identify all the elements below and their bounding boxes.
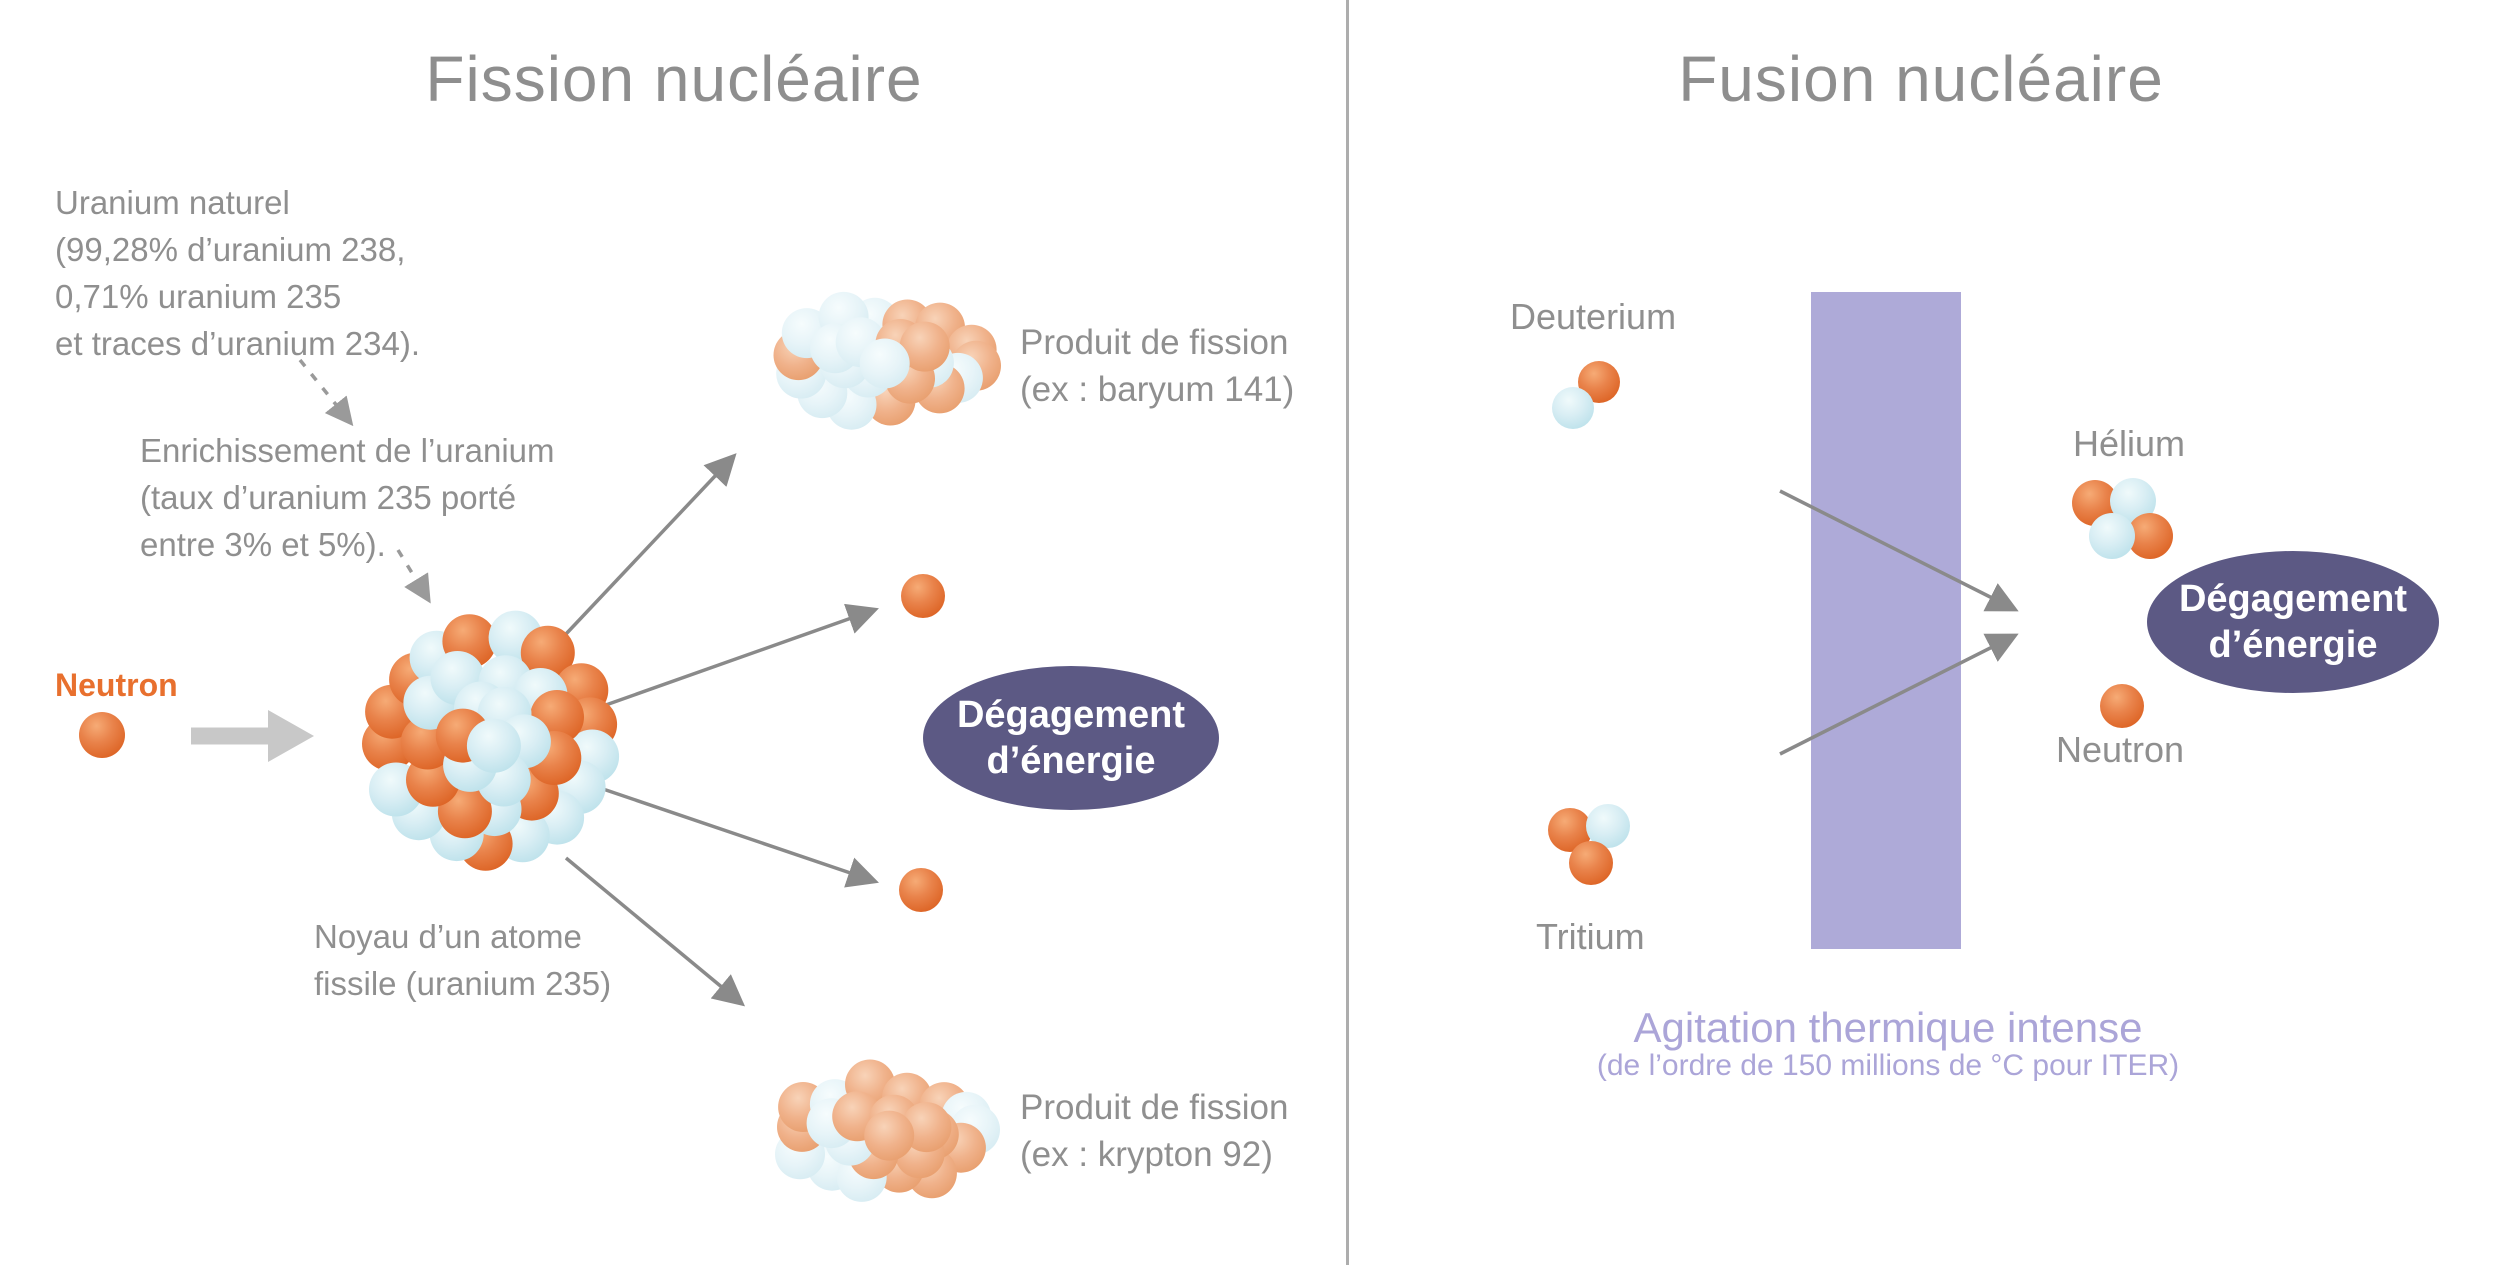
uranium-note: Uranium naturel (99,28% d’uranium 238, 0… bbox=[55, 179, 420, 367]
released-neutron-particle-1 bbox=[901, 574, 945, 618]
krypton-fission-product-cluster bbox=[775, 1059, 1000, 1202]
product-krypton-label: Produit de fission (ex : krypton 92) bbox=[1020, 1084, 1288, 1178]
tritium-label: Tritium bbox=[1536, 916, 1645, 957]
helium-particle bbox=[2072, 478, 2173, 559]
fusion-title: Fusion nucléaire bbox=[1678, 43, 2164, 115]
fusion-arrow-tritium bbox=[1779, 633, 2019, 756]
product-krypton-line: (ex : krypton 92) bbox=[1020, 1135, 1273, 1174]
energy-line: d’énergie bbox=[986, 740, 1156, 782]
fission-arrow-krypton bbox=[564, 856, 746, 1007]
enrichment-note-line: Enrichissement de l’uranium bbox=[140, 432, 555, 469]
neutron-impact-arrowhead bbox=[268, 710, 314, 762]
agitation-title: Agitation thermique intense bbox=[1633, 1004, 2143, 1051]
uranium-note-line: Uranium naturel bbox=[55, 184, 290, 221]
fission-arrow-baryum bbox=[564, 453, 737, 636]
enrichment-note-line: entre 3% et 5%). bbox=[140, 526, 386, 563]
fission-arrow-neutron-1 bbox=[602, 603, 879, 708]
deuterium-label: Deuterium bbox=[1510, 296, 1677, 337]
tritium-particle bbox=[1548, 804, 1630, 885]
released-neutron-particle-2 bbox=[899, 868, 943, 912]
helium-label: Hélium bbox=[2073, 423, 2186, 464]
fusion-energy-ellipse: Dégagement d’énergie bbox=[2147, 551, 2439, 693]
fission-title: Fission nucléaire bbox=[425, 43, 923, 115]
fissile-nucleus-label-line: Noyau d’un atome bbox=[314, 918, 582, 955]
energy-line: Dégagement bbox=[956, 694, 1186, 736]
panel-divider bbox=[1346, 0, 1349, 1265]
neutron-label: Neutron bbox=[55, 667, 178, 703]
incoming-neutron-particle bbox=[79, 712, 125, 758]
fissile-nucleus-label: Noyau d’un atome fissile (uranium 235) bbox=[314, 913, 611, 1007]
fusion-arrow-deuterium bbox=[1779, 489, 2019, 612]
energy-line: Dégagement bbox=[2178, 578, 2408, 620]
fission-arrow-neutron-2 bbox=[602, 787, 879, 888]
fusion-neutron-particle bbox=[2100, 684, 2144, 728]
thermal-agitation-bar bbox=[1811, 292, 1961, 949]
product-krypton-line: Produit de fission bbox=[1020, 1088, 1289, 1127]
fusion-neutron-label: Neutron bbox=[2056, 729, 2185, 770]
uranium-note-line: et traces d’uranium 234). bbox=[55, 325, 421, 362]
deuterium-particle bbox=[1552, 361, 1620, 429]
fissile-nucleus-label-line: fissile (uranium 235) bbox=[314, 965, 612, 1002]
baryum-fission-product-cluster bbox=[773, 291, 1001, 430]
product-baryum-label: Produit de fission (ex : baryum 141) bbox=[1020, 319, 1294, 413]
uranium-note-line: (99,28% d’uranium 238, bbox=[55, 231, 406, 268]
enrichment-note-line: (taux d’uranium 235 porté bbox=[140, 479, 517, 516]
dashed-arrow-uranium-to-enrichment bbox=[298, 358, 354, 427]
product-baryum-line: Produit de fission bbox=[1020, 323, 1289, 362]
fission-energy-ellipse: Dégagement d’énergie bbox=[923, 666, 1219, 810]
agitation-subtitle: (de l’ordre de 150 millions de °C pour I… bbox=[1596, 1049, 2180, 1082]
enrichment-note: Enrichissement de l’uranium (taux d’uran… bbox=[140, 427, 555, 568]
product-baryum-line: (ex : baryum 141) bbox=[1020, 370, 1295, 409]
uranium-note-line: 0,71% uranium 235 bbox=[55, 278, 342, 315]
uranium-nucleus-cluster bbox=[362, 610, 620, 871]
energy-line: d’énergie bbox=[2208, 624, 2378, 666]
